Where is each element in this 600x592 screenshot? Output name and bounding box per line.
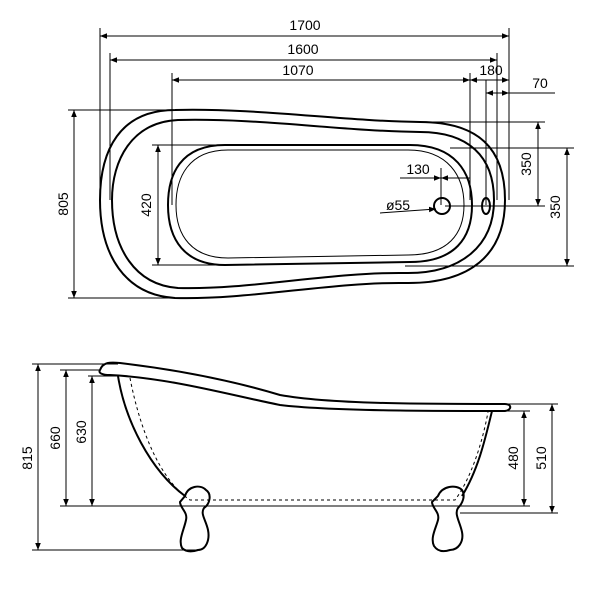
dim-805: 805 xyxy=(55,192,71,216)
dim-1600: 1600 xyxy=(287,41,318,57)
dim-350-lower: 350 xyxy=(547,195,563,219)
tub-basin-inner xyxy=(175,149,465,259)
tub-outer-outline xyxy=(98,108,507,300)
dim-480: 480 xyxy=(505,446,521,470)
dim-130: 130 xyxy=(406,161,430,177)
foot-right-icon xyxy=(430,485,465,553)
dim-510: 510 xyxy=(533,446,549,470)
dim-420: 420 xyxy=(138,193,154,217)
tub-side-rim xyxy=(98,361,512,413)
dim-70: 70 xyxy=(532,75,548,91)
dim-line-diameter xyxy=(379,206,437,214)
tub-basin-outline xyxy=(166,144,474,267)
dim-815: 815 xyxy=(19,446,35,470)
foot-left-icon xyxy=(178,485,211,553)
tub-side-body xyxy=(117,375,493,497)
dim-180: 180 xyxy=(479,62,503,78)
dim-1070: 1070 xyxy=(282,62,313,78)
dim-630: 630 xyxy=(73,420,89,444)
top-view: 1700 1600 1070 180 70 130 ø55 805 420 35… xyxy=(55,17,574,300)
tub-side-inner-dashed xyxy=(129,377,489,501)
dim-1700: 1700 xyxy=(289,17,320,33)
tub-rim-outline xyxy=(110,118,496,290)
side-view: 815 660 630 480 510 xyxy=(19,361,558,553)
dim-diameter: ø55 xyxy=(386,197,410,213)
dim-660: 660 xyxy=(47,426,63,450)
dim-350-upper: 350 xyxy=(518,152,534,176)
